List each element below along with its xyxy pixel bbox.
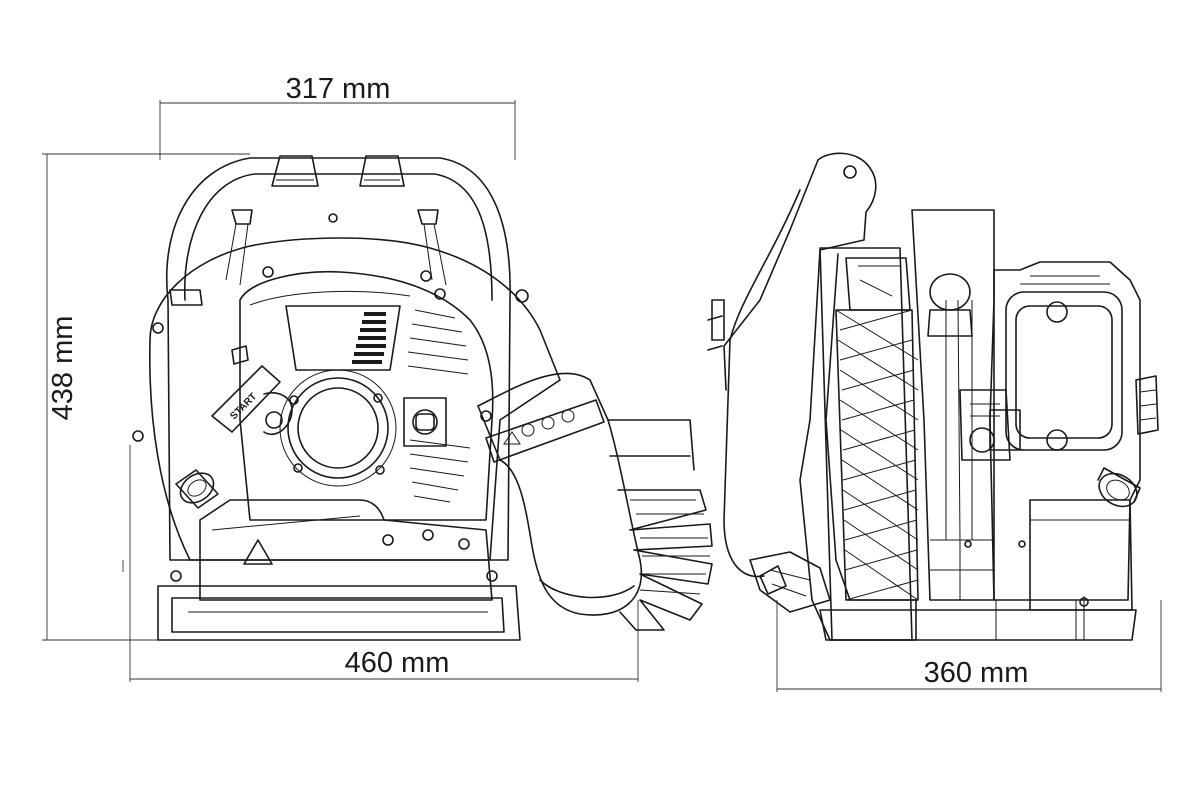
side-fuel-cap-icon[interactable] — [1093, 467, 1143, 513]
fuel-cap-icon[interactable] — [175, 467, 219, 509]
height-label: 438 mm — [47, 316, 79, 421]
blower-tube — [477, 372, 713, 631]
fuel-tank — [199, 499, 493, 601]
bottom-width-label: 460 mm — [345, 647, 450, 679]
base-plate — [157, 585, 521, 641]
safety-symbols — [503, 409, 575, 445]
cooling-fins — [407, 309, 471, 503]
primer-bulb[interactable] — [403, 397, 447, 447]
side-depth-label: 360 mm — [924, 657, 1029, 689]
intake-ring-outer — [287, 377, 389, 479]
warning-triangle-icon — [243, 539, 273, 565]
top-width-label: 317 mm — [286, 73, 391, 105]
dimension-labels: 317 mm 438 mm 460 mm 360 mm — [47, 73, 1028, 689]
dimension-lines — [42, 100, 1162, 692]
engine-block — [993, 261, 1141, 601]
vent-grille — [352, 312, 386, 364]
intake-ring-inner — [297, 387, 379, 469]
side-view — [707, 152, 1159, 641]
front-view: START — [132, 155, 713, 641]
